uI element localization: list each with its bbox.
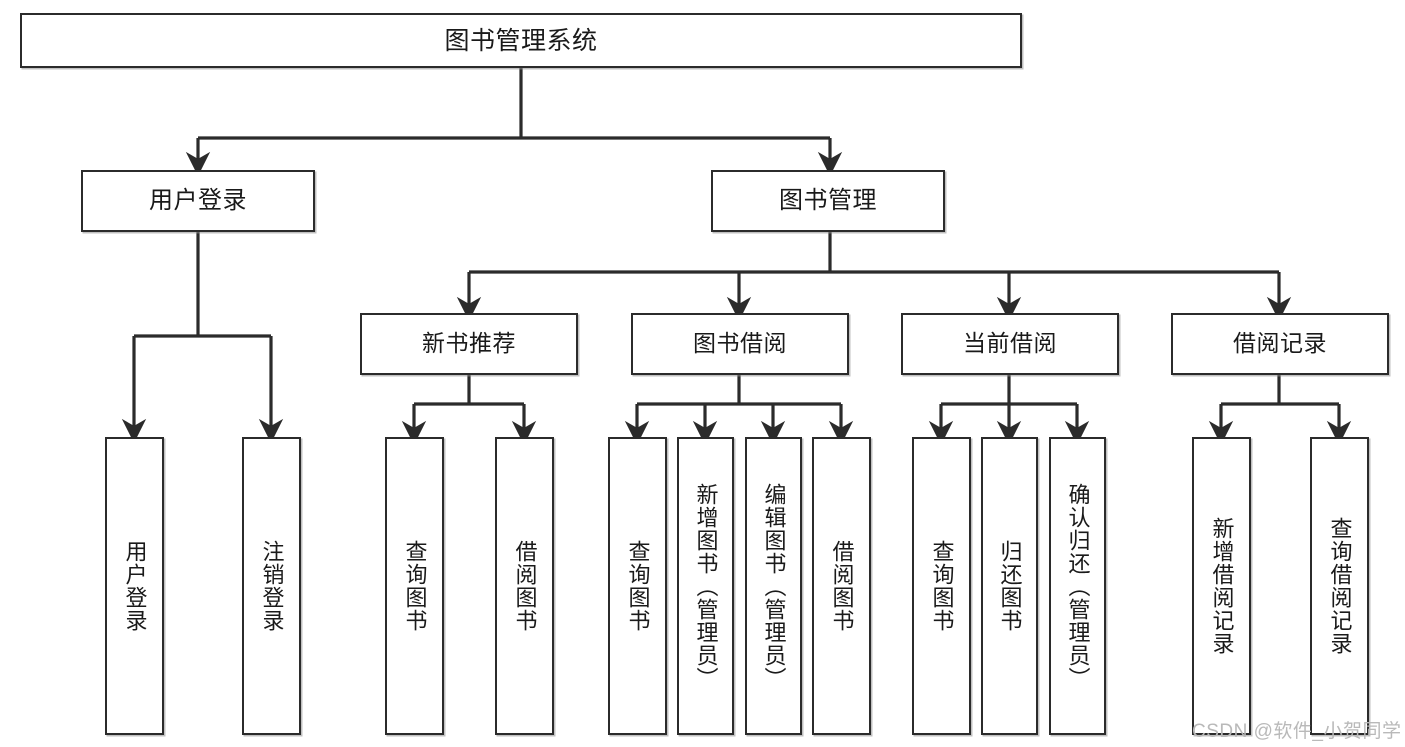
node-root-system[interactable]: 图书管理系统 (20, 13, 1022, 68)
node-label: 用户登录 (122, 540, 148, 632)
node-label: 确认归还（管理员） (1065, 482, 1091, 690)
node-label: 图书管理系统 (444, 26, 598, 55)
leaf-add-book-admin[interactable]: 新增图书（管理员） (677, 437, 734, 735)
node-label: 查询借阅记录 (1327, 517, 1353, 655)
leaf-query-borrow-record[interactable]: 查询借阅记录 (1310, 437, 1369, 735)
node-label: 查询图书 (402, 540, 428, 632)
node-label: 新增借阅记录 (1209, 517, 1235, 655)
node-new-book-recommend[interactable]: 新书推荐 (360, 313, 578, 375)
node-label: 借阅图书 (829, 540, 855, 632)
leaf-add-borrow-record[interactable]: 新增借阅记录 (1192, 437, 1251, 735)
node-label: 借阅记录 (1233, 330, 1327, 357)
node-label: 当前借阅 (963, 330, 1057, 357)
node-user-login[interactable]: 用户登录 (81, 170, 315, 232)
node-label: 借阅图书 (512, 540, 538, 632)
node-current-borrow[interactable]: 当前借阅 (901, 313, 1119, 375)
leaf-borrow-book[interactable]: 借阅图书 (812, 437, 871, 735)
csdn-watermark: CSDN @软件_小贺同学 (1192, 721, 1402, 742)
node-label: 注销登录 (259, 540, 285, 632)
node-label: 新增图书（管理员） (693, 482, 719, 690)
leaf-edit-book-admin[interactable]: 编辑图书（管理员） (745, 437, 802, 735)
node-book-borrow[interactable]: 图书借阅 (631, 313, 849, 375)
node-borrow-record[interactable]: 借阅记录 (1171, 313, 1389, 375)
node-label: 编辑图书（管理员） (761, 482, 787, 690)
leaf-query-book-recommend[interactable]: 查询图书 (385, 437, 444, 735)
node-label: 归还图书 (997, 540, 1023, 632)
leaf-return-book[interactable]: 归还图书 (981, 437, 1038, 735)
node-label: 用户登录 (149, 186, 247, 214)
node-label: 查询图书 (929, 540, 955, 632)
leaf-query-book-borrow[interactable]: 查询图书 (608, 437, 667, 735)
node-label: 图书管理 (779, 186, 877, 214)
node-label: 查询图书 (625, 540, 651, 632)
node-book-management[interactable]: 图书管理 (711, 170, 945, 232)
leaf-borrow-book-recommend[interactable]: 借阅图书 (495, 437, 554, 735)
leaf-user-login[interactable]: 用户登录 (105, 437, 164, 735)
leaf-query-book-current[interactable]: 查询图书 (912, 437, 971, 735)
leaf-confirm-return-admin[interactable]: 确认归还（管理员） (1049, 437, 1106, 735)
node-label: 新书推荐 (422, 330, 516, 357)
node-label: 图书借阅 (693, 330, 787, 357)
leaf-logout[interactable]: 注销登录 (242, 437, 301, 735)
